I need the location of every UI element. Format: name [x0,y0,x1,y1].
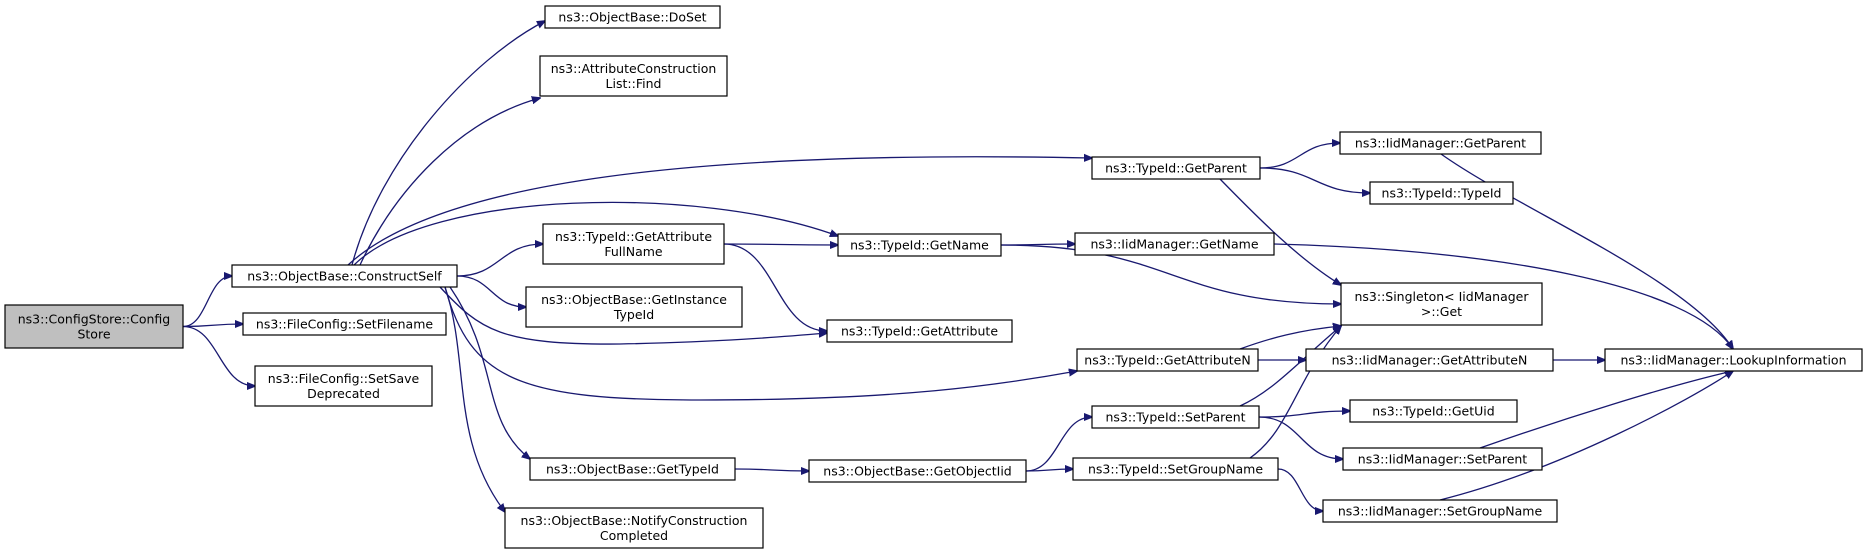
node-label: Store [77,327,110,342]
edge-setparent-to-iid_setparent [1258,416,1343,459]
node-iid-setgroupname[interactable]: ns3::IidManager::SetGroupName [1322,499,1558,523]
edge-getattrfull-to-getname [723,244,838,245]
edge-construct-to-getattrn [444,286,1077,401]
edge-construct-to-getinstance [456,275,526,307]
node-singleton[interactable]: ns3::Singleton< IidManager>::Get [1340,282,1543,326]
edge-setparent-to-getuid [1258,411,1350,418]
edge-getobjectiid-to-setparent [1025,417,1092,472]
node-label: ns3::FileConfig::SetSave [268,371,420,386]
node-label: ns3::TypeId::GetUid [1372,404,1494,419]
edge-iid_getparent-to-lookup [1440,153,1733,349]
node-iid-getname[interactable]: ns3::IidManager::GetName [1074,232,1275,256]
edge-getattrfull-to-getattribute [723,243,827,331]
node-setparent[interactable]: ns3::TypeId::SetParent [1091,405,1260,429]
node-getobjectiid[interactable]: ns3::ObjectBase::GetObjectIid [808,459,1027,483]
edge-getparent-to-iid_getparent [1259,143,1340,169]
edge-getparent-to-typeid_ctor [1259,167,1370,193]
node-label: ns3::IidManager::GetName [1090,237,1258,252]
node-getparent[interactable]: ns3::TypeId::GetParent [1091,156,1261,180]
node-label: ns3::ObjectBase::DoSet [558,10,706,25]
node-label: ns3::IidManager::GetAttributeN [1332,353,1528,368]
node-label: ns3::TypeId::GetAttribute [555,229,712,244]
node-getattrn[interactable]: ns3::TypeId::GetAttributeN [1076,348,1259,372]
node-iid-setparent[interactable]: ns3::IidManager::SetParent [1342,447,1543,471]
node-label: ns3::Singleton< IidManager [1354,289,1529,304]
edge-construct-to-getname [353,201,838,266]
node-label: ns3::IidManager::SetParent [1358,452,1528,467]
node-label: ns3::TypeId::GetParent [1105,161,1247,176]
nodes: ns3::ConfigStore::ConfigStorens3::Object… [4,5,1863,549]
node-construct[interactable]: ns3::ObjectBase::ConstructSelf [231,264,458,288]
edge-construct-to-find [359,98,540,266]
edge-iid_setgroupname-to-lookup [1439,371,1733,501]
edge-setparent-to-singleton [1239,326,1341,407]
node-label: ns3::ObjectBase::GetObjectIid [823,464,1011,479]
node-label: ns3::TypeId::GetAttributeN [1084,353,1250,368]
edge-root-to-setsave [182,325,255,387]
node-label: ns3::TypeId::SetGroupName [1088,462,1263,477]
edge-construct-to-notify [444,286,505,512]
node-label: FullName [604,244,663,259]
node-label: ns3::ObjectBase::GetTypeId [546,462,719,477]
node-label: ns3::ObjectBase::GetInstance [541,292,727,307]
node-label: ns3::ObjectBase::NotifyConstruction [521,513,748,528]
node-notify[interactable]: ns3::ObjectBase::NotifyConstructionCompl… [504,507,764,549]
edge-construct-to-getattribute [439,286,827,345]
node-label: ns3::IidManager::SetGroupName [1338,504,1543,519]
node-label: ns3::IidManager::LookupInformation [1620,353,1846,368]
node-typeid-ctor[interactable]: ns3::TypeId::TypeId [1369,181,1514,205]
node-label: ns3::AttributeConstruction [551,61,717,76]
node-label: ns3::TypeId::TypeId [1382,186,1502,201]
node-label: Deprecated [307,386,380,401]
edge-getattrn-to-singleton [1239,326,1341,350]
node-label: >::Get [1421,304,1462,319]
edge-getparent-to-singleton [1219,178,1341,285]
node-iid-getattrn[interactable]: ns3::IidManager::GetAttributeN [1305,348,1554,372]
edge-construct-to-getattrfull [456,244,543,277]
edges [182,21,1733,512]
node-label: ns3::ConfigStore::Config [18,312,170,327]
edge-gettypeid-to-getobjectiid [734,469,809,471]
edge-construct-to-gettypeid [449,286,530,459]
node-getattribute[interactable]: ns3::TypeId::GetAttribute [826,319,1013,343]
node-label: TypeId [613,307,654,322]
node-label: List::Find [606,76,662,91]
node-getuid[interactable]: ns3::TypeId::GetUid [1349,399,1518,423]
node-getname[interactable]: ns3::TypeId::GetName [837,233,1002,257]
edge-root-to-construct [182,276,232,328]
node-label: ns3::TypeId::SetParent [1105,410,1245,425]
node-iid-getparent[interactable]: ns3::IidManager::GetParent [1339,131,1542,155]
edge-getobjectiid-to-setgroupname [1025,469,1073,471]
node-lookup[interactable]: ns3::IidManager::LookupInformation [1604,348,1863,372]
node-label: Completed [600,528,668,543]
node-root[interactable]: ns3::ConfigStore::ConfigStore [4,304,184,349]
node-label: ns3::IidManager::GetParent [1355,136,1526,151]
edge-iid_getname-to-lookup [1273,243,1733,349]
node-setfilename[interactable]: ns3::FileConfig::SetFilename [242,312,447,336]
edge-getname-to-singleton [1000,244,1341,304]
node-label: ns3::ObjectBase::ConstructSelf [247,269,442,284]
node-gettypeid[interactable]: ns3::ObjectBase::GetTypeId [529,457,736,481]
node-doset[interactable]: ns3::ObjectBase::DoSet [544,5,721,29]
edge-setgroupname-to-iid_setgroupname [1277,468,1323,511]
edge-construct-to-getparent [347,157,1092,266]
edge-construct-to-doset [351,21,545,266]
node-label: ns3::FileConfig::SetFilename [256,317,433,332]
node-setgroupname[interactable]: ns3::TypeId::SetGroupName [1072,457,1279,481]
edge-root-to-setfilename [182,324,243,327]
node-label: ns3::TypeId::GetName [850,238,989,253]
edge-setgroupname-to-singleton [1249,326,1341,459]
edge-iid_setparent-to-lookup [1479,371,1733,449]
node-label: ns3::TypeId::GetAttribute [841,324,998,339]
